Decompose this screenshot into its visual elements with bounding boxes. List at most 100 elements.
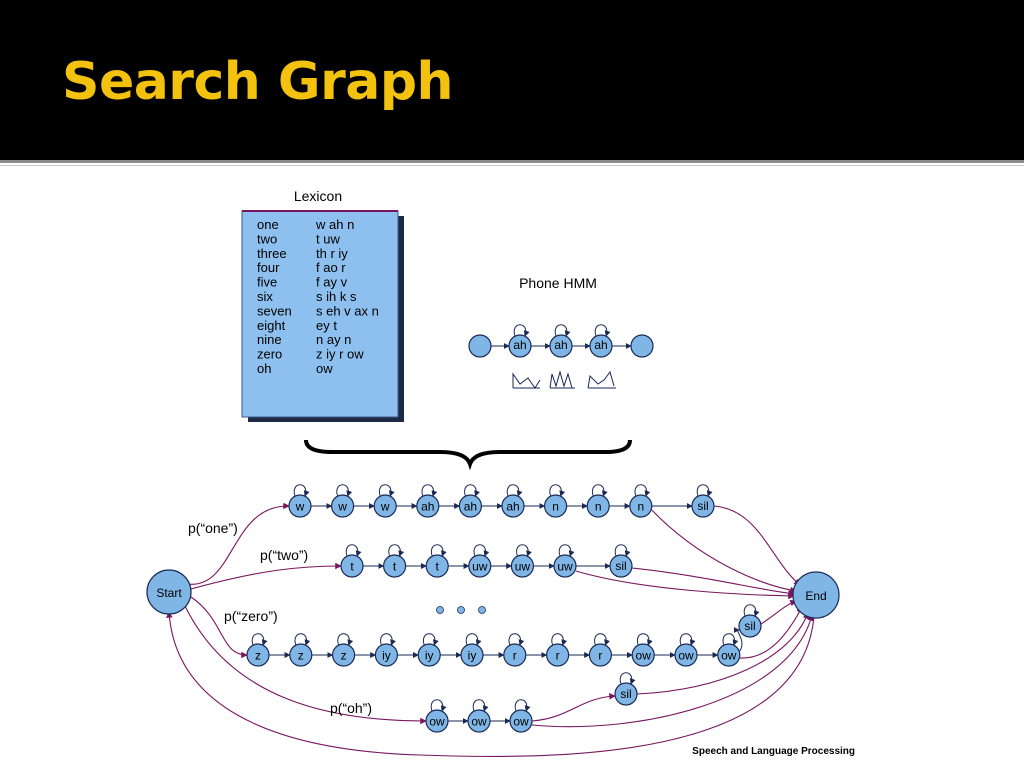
phone-state-label: n xyxy=(595,500,602,514)
ellipsis-dot xyxy=(457,606,465,614)
lexicon-box xyxy=(241,210,399,418)
word-exit-arc xyxy=(531,614,814,728)
phone-state xyxy=(332,643,356,667)
self-loop-arrow xyxy=(514,699,531,712)
phone-state xyxy=(246,643,270,667)
phone-state xyxy=(467,709,491,733)
hmm-state-label: ah xyxy=(513,338,526,352)
phone-state xyxy=(501,494,525,518)
credit-text: Speech and Language Processing xyxy=(692,746,855,757)
phone-state-label: z xyxy=(341,649,347,663)
word-exit-arc xyxy=(739,606,803,659)
self-loop-arrow xyxy=(345,544,362,557)
slide-title: Search Graph xyxy=(62,52,454,112)
hmm-exit-state xyxy=(630,334,654,358)
self-loop-arrow xyxy=(337,633,354,646)
start-state xyxy=(146,569,192,615)
self-loop-arrow xyxy=(472,699,489,712)
word-entry-arc xyxy=(190,596,248,659)
phone-state-label: w xyxy=(295,500,305,514)
phone-state-label: ow xyxy=(513,715,529,729)
self-loop-arrow xyxy=(506,484,523,497)
start-state-label: Start xyxy=(156,586,182,600)
phone-state xyxy=(331,494,355,518)
word-entry-arc xyxy=(183,603,427,725)
lexicon-word: five xyxy=(257,275,277,290)
self-loop-arrow xyxy=(430,544,447,557)
phone-state-label: uw xyxy=(472,560,488,574)
hmm-state xyxy=(549,334,573,358)
self-loop-arrow xyxy=(421,484,438,497)
self-loop-arrow xyxy=(591,484,608,497)
phone-hmm-title: Phone HMM xyxy=(519,275,597,291)
phone-state-label: ow xyxy=(721,649,737,663)
phone-state xyxy=(468,554,492,578)
lexicon-word: two xyxy=(257,231,277,246)
word-probability-label: p(“zero”) xyxy=(224,608,278,624)
word-probability-label: p(“one”) xyxy=(188,520,238,536)
end-state xyxy=(792,571,840,619)
phone-state xyxy=(674,643,698,667)
lexicon-word: one xyxy=(257,217,279,232)
lexicon-phones: f ao r xyxy=(316,260,346,275)
phone-state-label: w xyxy=(380,500,390,514)
phone-state-label: t xyxy=(393,560,397,574)
silence-state-label: sil xyxy=(620,687,631,701)
lexicon-phones: n ay n xyxy=(316,332,351,347)
self-loop-arrow xyxy=(558,544,575,557)
lexicon-word: zero xyxy=(257,347,282,362)
self-loop-arrow xyxy=(619,672,636,685)
phone-state xyxy=(503,643,527,667)
gaussian-mixture-icon xyxy=(587,370,616,389)
lexicon-title: Lexicon xyxy=(294,188,342,204)
self-loop-arrow xyxy=(508,633,525,646)
word-entry-arc xyxy=(190,562,342,590)
self-loop-arrow xyxy=(722,633,739,646)
phone-state xyxy=(543,494,568,518)
phone-state-label: r xyxy=(598,649,602,663)
self-loop-arrow xyxy=(634,484,651,497)
hmm-state-label: ah xyxy=(554,338,567,352)
phone-state-label: ow xyxy=(471,715,487,729)
word-exit-arc xyxy=(636,612,810,695)
silence-state xyxy=(738,614,762,638)
silence-state-label: sil xyxy=(697,499,708,513)
lexicon-word: six xyxy=(257,289,273,304)
self-loop-arrow xyxy=(388,544,405,557)
ellipsis-dot xyxy=(478,606,486,614)
lexicon-phones: w ah n xyxy=(315,217,354,232)
phone-state-label: ow xyxy=(636,649,652,663)
phone-state-label: t xyxy=(436,560,440,574)
ellipsis-dot xyxy=(436,606,444,614)
phone-state-label: ah xyxy=(464,500,477,514)
lexicon-phones: ey t xyxy=(316,318,337,333)
phone-state xyxy=(425,709,449,733)
phone-state xyxy=(288,494,312,518)
self-loop-arrow xyxy=(513,324,530,337)
transition-arrow xyxy=(733,627,743,652)
word-exit-arc xyxy=(760,599,797,625)
phone-state xyxy=(289,643,313,667)
lexicon-word: four xyxy=(257,260,280,275)
self-loop-arrow xyxy=(551,633,568,646)
phone-state xyxy=(631,643,655,667)
expansion-brace xyxy=(304,439,632,471)
self-loop-arrow xyxy=(614,544,631,557)
phone-state xyxy=(416,494,440,518)
phone-state-label: iy xyxy=(425,649,434,663)
phone-state xyxy=(373,494,397,518)
phone-state xyxy=(588,643,613,667)
phone-state-label: r xyxy=(513,649,517,663)
phone-state-label: t xyxy=(350,560,354,574)
phone-state-label: iy xyxy=(382,649,391,663)
self-loop-arrow xyxy=(554,324,571,337)
word-exit-arc xyxy=(651,509,797,594)
phone-state-label: w xyxy=(337,500,347,514)
word-exit-arc xyxy=(713,505,801,586)
self-loop-arrow xyxy=(293,484,310,497)
gaussian-mixture-icon xyxy=(549,370,575,389)
gaussian-mixture-icon xyxy=(512,372,541,389)
